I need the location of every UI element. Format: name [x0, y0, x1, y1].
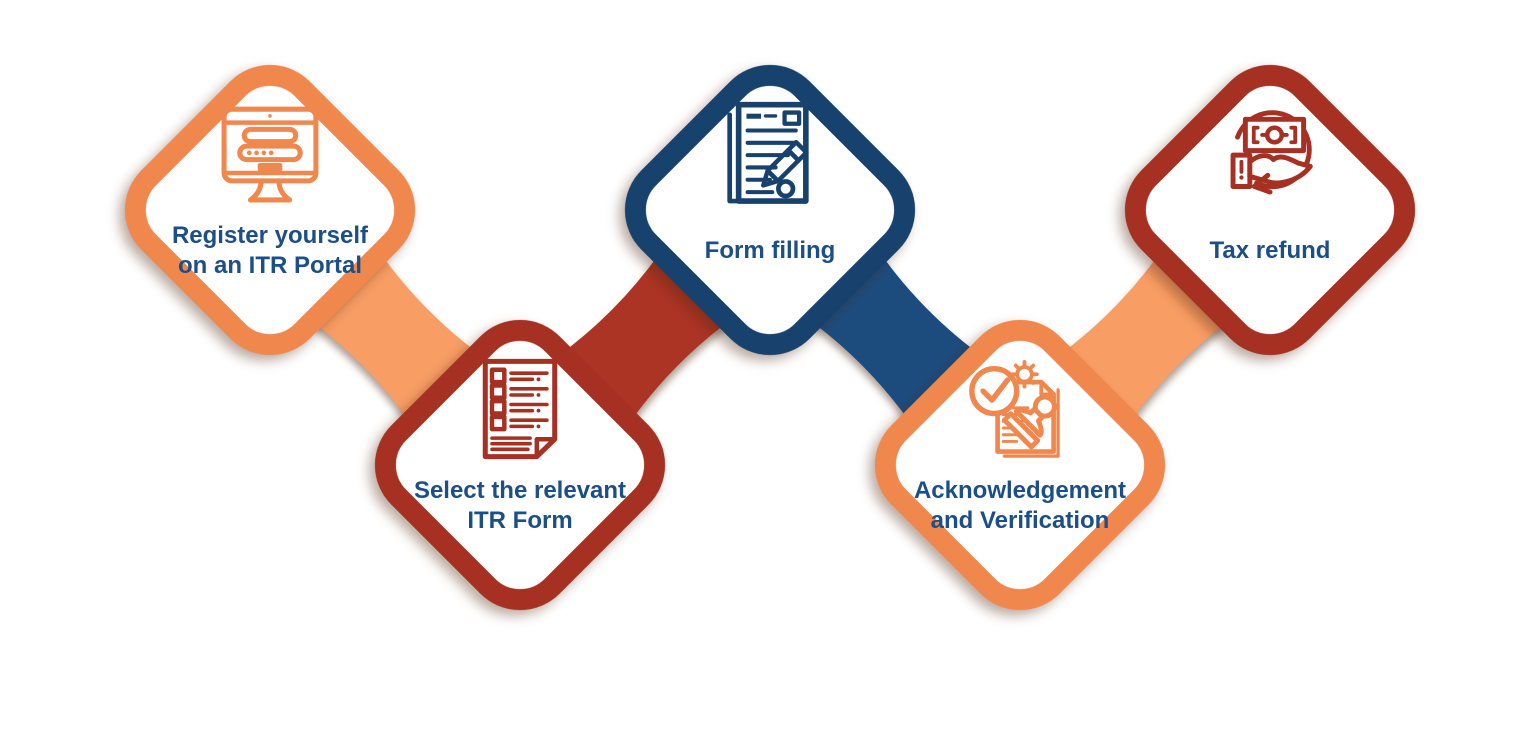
monitor-login-icon	[214, 98, 326, 210]
label-line: ITR Form	[467, 507, 573, 534]
label-line: Tax refund	[1209, 237, 1331, 264]
step-acknowledgement-label: Acknowledgement and Verification	[914, 475, 1126, 537]
step-register-label: Register yourself on an ITR Portal	[172, 220, 368, 282]
step-select-form-label: Select the relevant ITR Form	[414, 475, 626, 537]
checklist-document-icon	[464, 353, 576, 465]
label-line: on an ITR Portal	[177, 252, 362, 279]
step-tax-refund-label: Tax refund	[1210, 220, 1331, 282]
label-line: and Verification	[930, 507, 1110, 534]
verification-stamp-icon	[964, 353, 1076, 465]
form-pencil-icon	[714, 98, 826, 210]
money-hand-refund-icon	[1214, 98, 1326, 210]
step-form-filling-label: Form filling	[705, 220, 836, 282]
label-line: Form filling	[704, 237, 836, 264]
label-line: Acknowledgement	[913, 477, 1127, 504]
label-line: Register yourself	[171, 222, 369, 249]
label-line: Select the relevant	[413, 477, 627, 504]
